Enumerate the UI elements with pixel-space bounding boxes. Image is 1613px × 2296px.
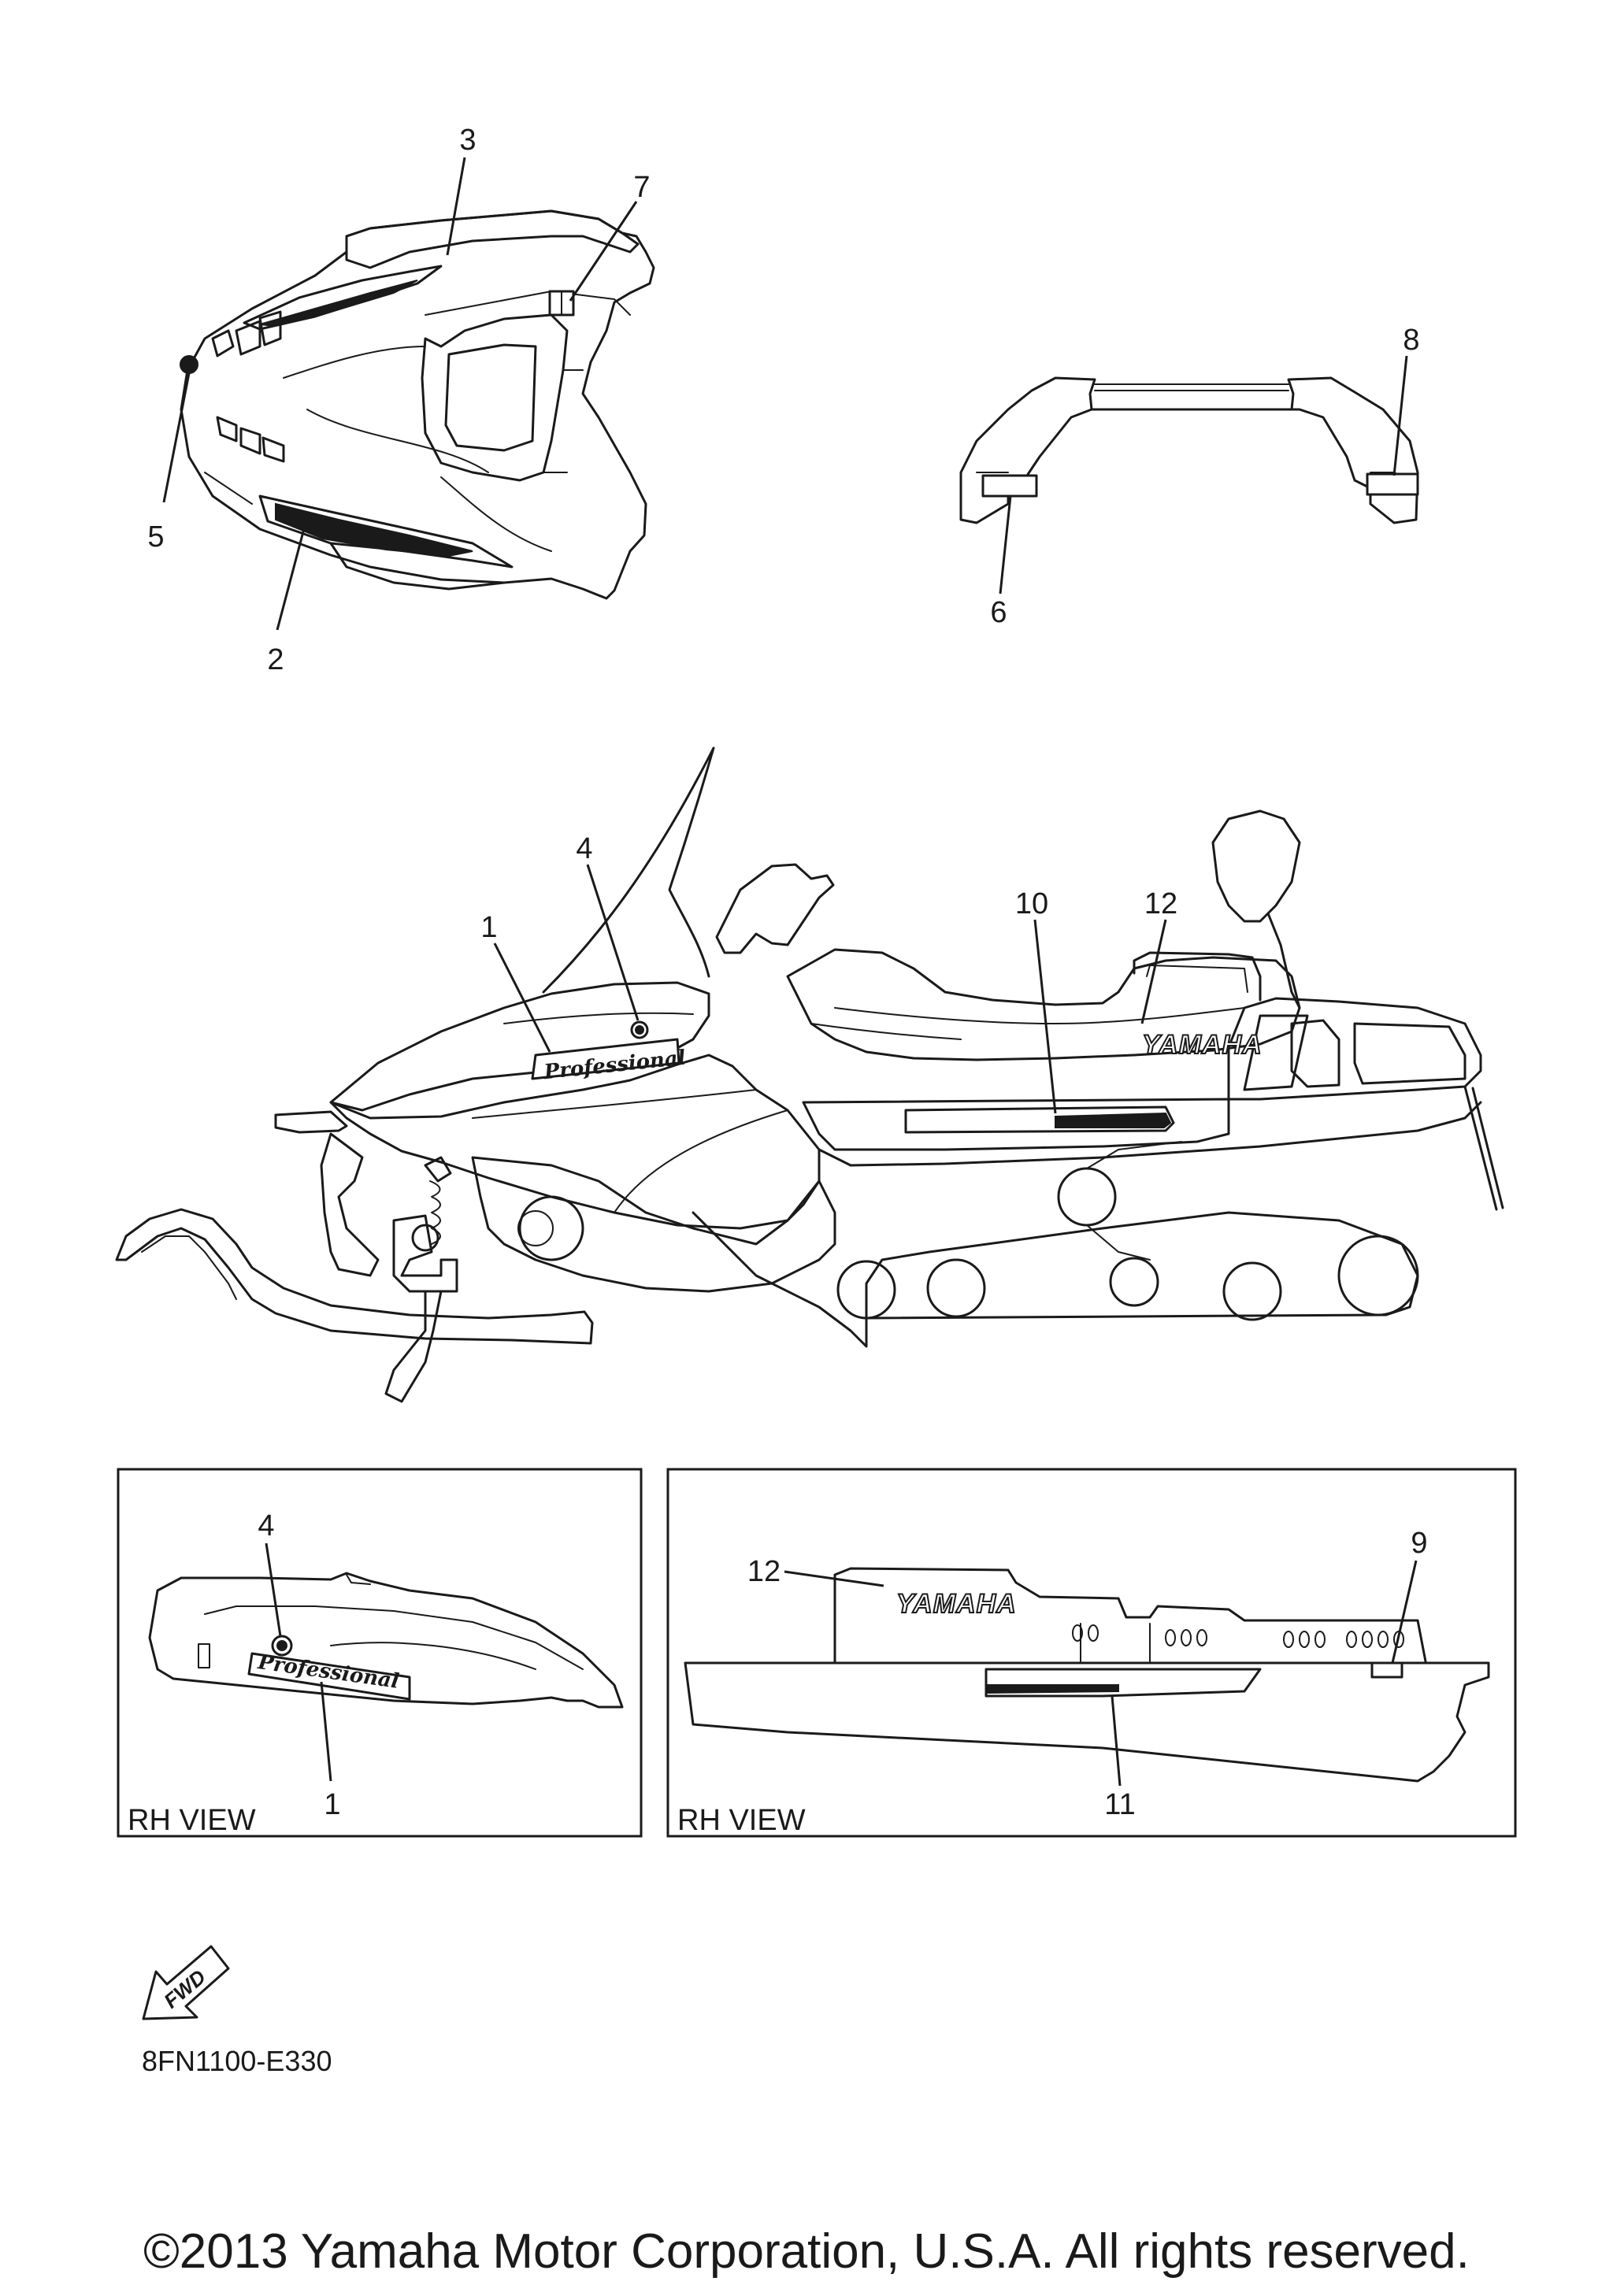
yamaha-decal-inset: YAMAHA <box>896 1589 1017 1619</box>
diagram-code: 8FN1100-E330 <box>142 2045 332 2077</box>
yamaha-decal-main: YAMAHA <box>1142 1030 1263 1060</box>
callout-3: 3 <box>459 124 476 157</box>
inset-left-view-label: RH VIEW <box>128 1804 256 1837</box>
copyright-notice: ©2013 Yamaha Motor Corporation, U.S.A. A… <box>143 2224 1470 2279</box>
callout-6: 6 <box>990 596 1007 629</box>
callout-8: 8 <box>1403 324 1419 357</box>
callout-10: 10 <box>1015 887 1048 920</box>
inset-right-callout-9: 9 <box>1411 1527 1427 1560</box>
inset-left-callout-1: 1 <box>324 1788 340 1821</box>
fwd-arrow-icon: FWD <box>142 1945 230 2020</box>
callout-12: 12 <box>1144 887 1177 920</box>
callout-2: 2 <box>267 643 284 676</box>
inset-right-view-label: RH VIEW <box>677 1804 806 1837</box>
inset-right-callout-11: 11 <box>1104 1788 1135 1821</box>
callout-7: 7 <box>633 171 650 204</box>
inset-right-frame: YAMAHA <box>666 1468 1517 1838</box>
inset-left-frame: Professional <box>117 1468 643 1838</box>
callout-1: 1 <box>480 911 497 944</box>
snowmobile-drawing: Professional YAMAHA <box>115 746 1504 1403</box>
inset-right-callout-12: 12 <box>747 1555 781 1588</box>
inset-left-callout-4: 4 <box>258 1509 274 1542</box>
hood-drawing <box>162 157 655 631</box>
callout-5: 5 <box>147 520 164 554</box>
callout-4: 4 <box>576 832 592 865</box>
rear-bumper-drawing <box>959 355 1419 594</box>
